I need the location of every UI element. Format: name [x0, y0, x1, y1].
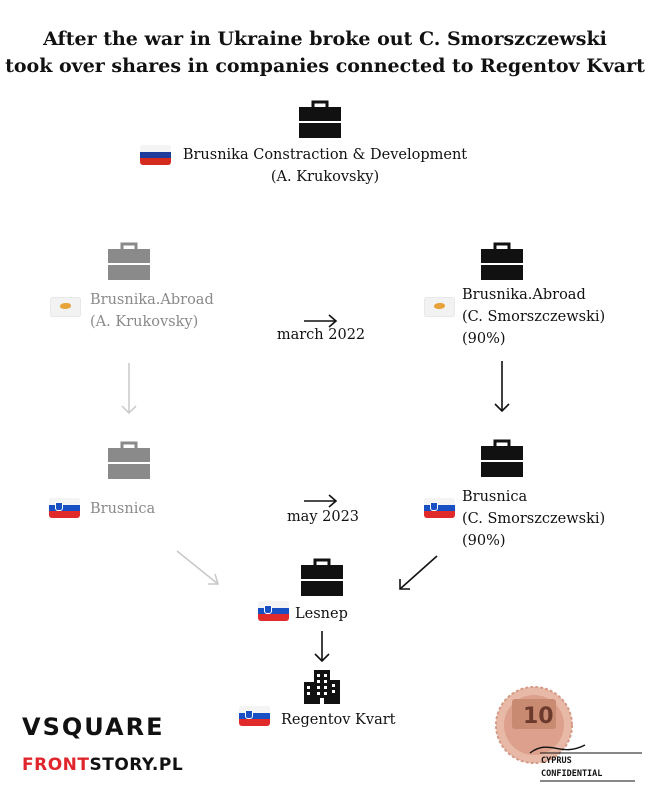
briefcase-icon: [481, 439, 523, 477]
title-line-2: took over shares in companies connected …: [5, 55, 645, 77]
frontstory-logo-red: FRONT: [22, 755, 90, 775]
arrow-diagonal-icon: [176, 550, 220, 585]
node-lesnep-name: Lesnep: [295, 606, 348, 622]
node-brusnica-before: Brusnica: [90, 498, 155, 520]
building-icon: [304, 670, 340, 704]
node-abroad-before-name: Brusnika.Abroad: [90, 292, 214, 308]
node-brusnica-after-share: (90%): [462, 533, 506, 549]
node-abroad-after-owner: (C. Smorszczewski): [462, 309, 606, 325]
arrow-down-icon: [494, 361, 510, 413]
node-abroad-before: Brusnika.Abroad (A. Krukovsky): [90, 289, 214, 333]
node-brusnika-cd-name: Brusnika Constraction & Development: [182, 147, 468, 163]
node-brusnika-cd: Brusnika Constraction & Development (A. …: [175, 144, 475, 188]
node-abroad-before-owner: (A. Krukovsky): [90, 314, 199, 330]
arrow-diagonal-icon: [399, 555, 438, 590]
briefcase-icon: [108, 441, 150, 479]
node-regentov-kvart-name: Regentov Kvart: [281, 712, 396, 728]
slovenia-flag-icon: [424, 498, 455, 518]
arrow-right-icon: [304, 314, 338, 328]
diagram-title: After the war in Ukraine broke out C. Sm…: [0, 26, 650, 80]
slovenia-flag-icon: [258, 601, 289, 621]
cyprus-confidential-logo-icon: 10: [495, 686, 642, 782]
briefcase-icon: [299, 100, 341, 138]
russia-flag-icon: [140, 145, 171, 165]
node-brusnica-before-name: Brusnica: [90, 501, 156, 517]
slovenia-flag-icon: [239, 706, 270, 726]
node-lesnep: Lesnep: [295, 603, 348, 625]
title-line-1: After the war in Ukraine broke out C. Sm…: [43, 28, 607, 50]
cyprus-confidential-logo-text: CYPRUS CONFIDENTIAL: [541, 755, 602, 781]
node-regentov-kvart: Regentov Kvart: [281, 709, 396, 731]
transition-date-first: march 2022: [276, 327, 366, 343]
node-abroad-after-share: (90%): [462, 331, 506, 347]
svg-text:10: 10: [523, 704, 554, 729]
arrow-down-icon: [121, 363, 137, 415]
vsquare-logo: VSQUARE: [22, 713, 165, 741]
arrow-down-icon: [314, 631, 330, 663]
briefcase-icon: [108, 242, 150, 280]
cyprus-flag-icon: [424, 297, 455, 317]
briefcase-icon: [301, 558, 343, 596]
node-abroad-after: Brusnika.Abroad (C. Smorszczewski) (90%): [462, 284, 605, 350]
briefcase-icon: [481, 242, 523, 280]
cyprus-confidential-line-2: CONFIDENTIAL: [541, 769, 603, 779]
node-brusnica-after: Brusnica (C. Smorszczewski) (90%): [462, 486, 605, 552]
transition-date-second: may 2023: [286, 509, 360, 525]
node-brusnica-after-name: Brusnica: [462, 489, 528, 505]
node-brusnica-after-owner: (C. Smorszczewski): [462, 511, 606, 527]
frontstory-logo-rest: STORY.PL: [89, 755, 184, 775]
slovenia-flag-icon: [49, 498, 80, 518]
node-brusnika-cd-owner: (A. Krukovsky): [270, 169, 380, 185]
cyprus-confidential-line-1: CYPRUS: [541, 756, 572, 766]
frontstory-logo: FRONTSTORY.PL: [22, 755, 183, 775]
node-abroad-after-name: Brusnika.Abroad: [462, 287, 586, 303]
arrow-right-icon: [304, 494, 338, 508]
cyprus-flag-icon: [50, 297, 81, 317]
